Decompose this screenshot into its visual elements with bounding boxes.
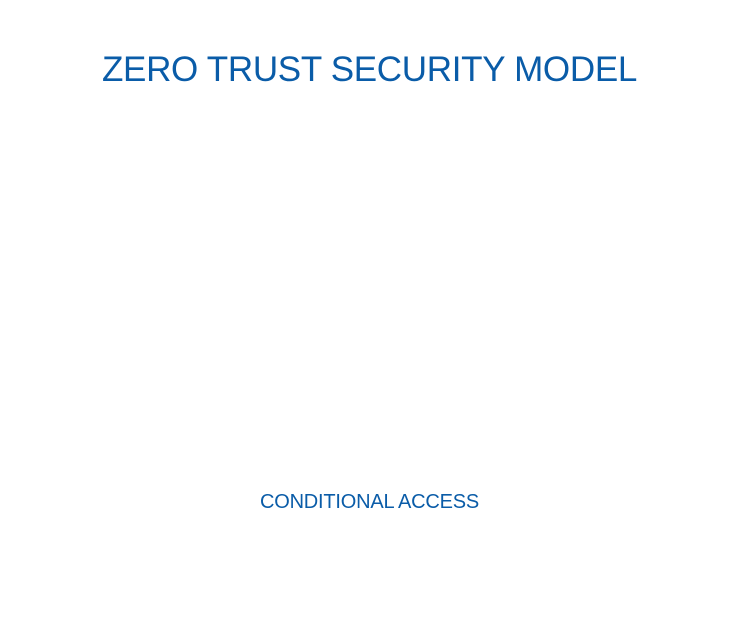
conditional-access-label: CONDITIONAL ACCESS xyxy=(259,491,480,513)
diagram-area xyxy=(0,110,739,470)
page-title: ZERO TRUST SECURITY MODEL xyxy=(101,50,638,89)
